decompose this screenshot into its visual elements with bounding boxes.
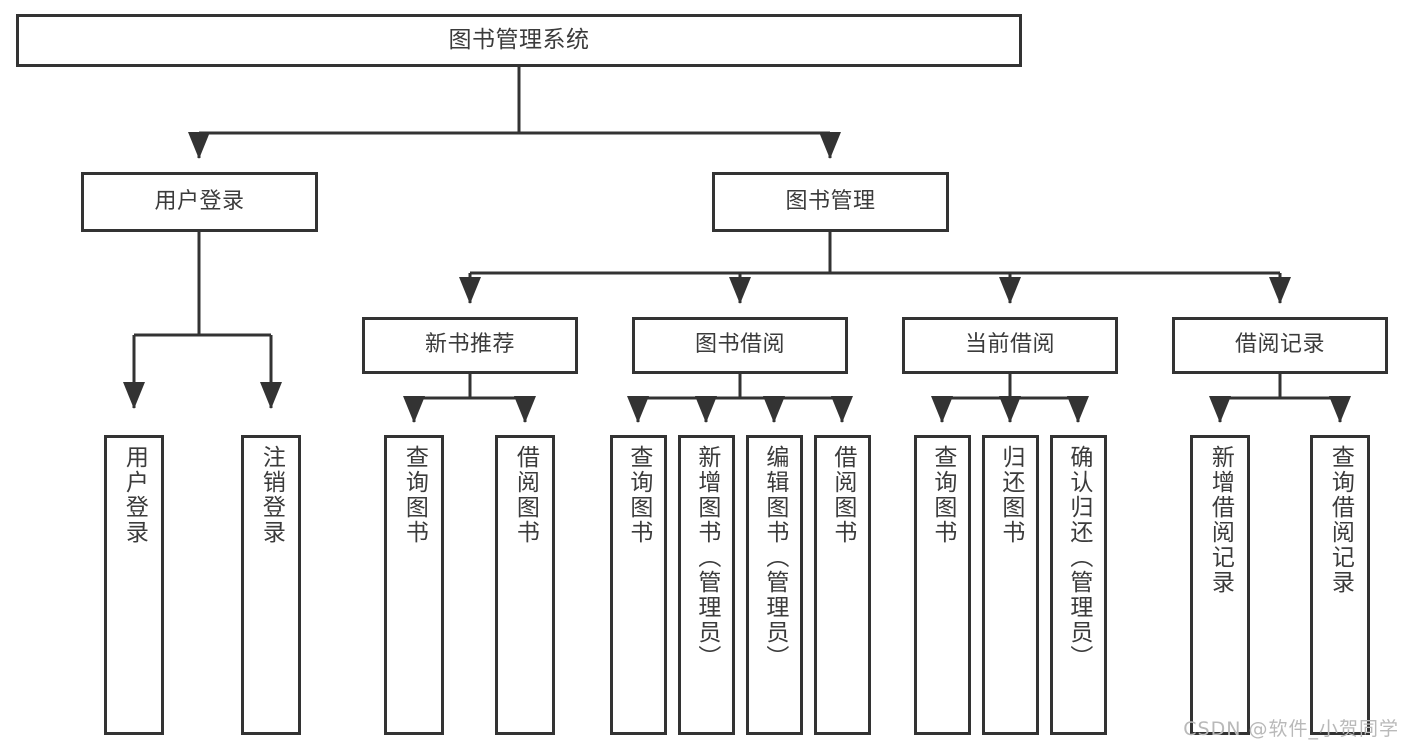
- leaf-borrow-book[interactable]: 借阅图书: [814, 435, 871, 735]
- node-label: 注销登录: [258, 445, 285, 545]
- leaf-user-login[interactable]: 用户登录: [104, 435, 164, 735]
- node-new-book-recommend[interactable]: 新书推荐: [362, 317, 578, 374]
- node-label: 确认归还（管理员）: [1065, 445, 1092, 670]
- leaf-return-book[interactable]: 归还图书: [982, 435, 1039, 735]
- leaf-logout[interactable]: 注销登录: [241, 435, 301, 735]
- node-label: 查询借阅记录: [1327, 445, 1354, 595]
- node-label: 新书推荐: [424, 332, 515, 358]
- node-current-borrow[interactable]: 当前借阅: [902, 317, 1118, 374]
- node-label: 新增图书（管理员）: [693, 445, 720, 670]
- leaf-query-book-recommend[interactable]: 查询图书: [384, 435, 444, 735]
- node-label: 查询图书: [929, 445, 956, 545]
- node-label: 图书管理系统: [448, 26, 590, 53]
- watermark-csdn: CSDN @软件_小贺同学: [1183, 718, 1399, 740]
- node-label: 借阅图书: [829, 445, 856, 545]
- node-label: 查询图书: [401, 445, 428, 545]
- leaf-add-borrow-record[interactable]: 新增借阅记录: [1190, 435, 1250, 735]
- node-label: 图书管理: [785, 188, 876, 214]
- leaf-query-book-borrow[interactable]: 查询图书: [610, 435, 667, 735]
- leaf-query-borrow-record[interactable]: 查询借阅记录: [1310, 435, 1370, 735]
- leaf-add-book-admin[interactable]: 新增图书（管理员）: [678, 435, 735, 735]
- leaf-borrow-book-recommend[interactable]: 借阅图书: [495, 435, 555, 735]
- node-label: 当前借阅: [964, 332, 1055, 358]
- node-label: 归还图书: [997, 445, 1024, 545]
- node-borrow-record[interactable]: 借阅记录: [1172, 317, 1388, 374]
- node-label: 用户登录: [121, 445, 148, 545]
- leaf-query-book-current[interactable]: 查询图书: [914, 435, 971, 735]
- node-label: 查询图书: [625, 445, 652, 545]
- node-label: 编辑图书（管理员）: [761, 445, 788, 670]
- leaf-edit-book-admin[interactable]: 编辑图书（管理员）: [746, 435, 803, 735]
- node-user-login[interactable]: 用户登录: [81, 172, 318, 232]
- node-label: 用户登录: [154, 188, 245, 214]
- node-book-borrow[interactable]: 图书借阅: [632, 317, 848, 374]
- node-label: 借阅图书: [512, 445, 539, 545]
- leaf-confirm-return-admin[interactable]: 确认归还（管理员）: [1050, 435, 1107, 735]
- node-label: 新增借阅记录: [1207, 445, 1234, 595]
- node-root-book-management-system[interactable]: 图书管理系统: [16, 14, 1022, 67]
- node-book-management[interactable]: 图书管理: [712, 172, 949, 232]
- node-label: 图书借阅: [694, 332, 785, 358]
- node-label: 借阅记录: [1234, 332, 1325, 358]
